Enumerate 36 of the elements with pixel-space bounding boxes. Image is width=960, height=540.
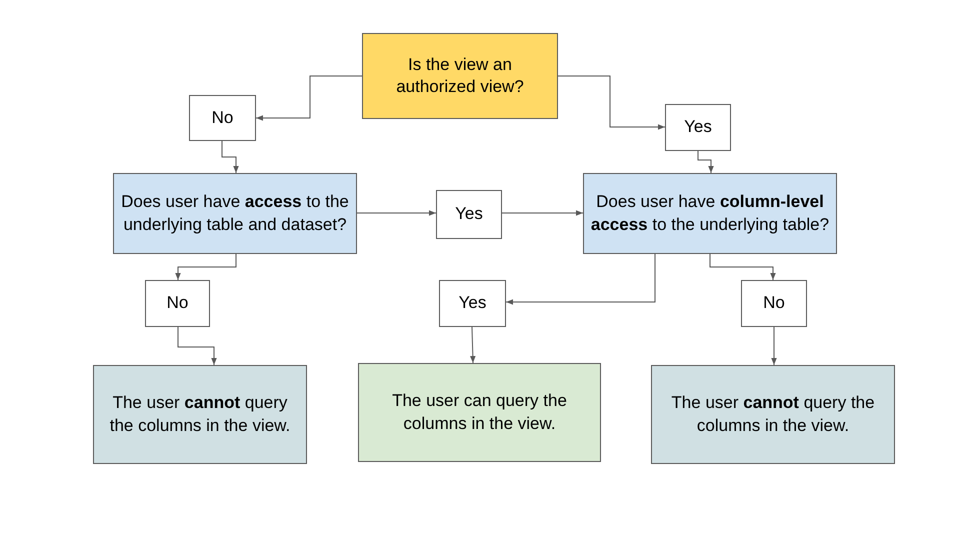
arrow: [698, 150, 714, 174]
arrow: [710, 254, 776, 280]
answer-box: [741, 280, 807, 327]
arrow: [506, 254, 656, 305]
answer-box: [145, 280, 210, 327]
node-text: The user cannot query the columns in the view.: [670, 392, 876, 436]
result-box: [651, 365, 895, 464]
node-text: The user cannot query the columns in the view.: [108, 392, 292, 436]
result-box: [93, 365, 307, 464]
result-box: [358, 363, 601, 462]
decision-box: [113, 173, 357, 254]
node-text: Is the view an authorized view?: [395, 54, 525, 98]
decision-box: [583, 173, 837, 254]
arrow: [175, 254, 236, 280]
node-text: No: [212, 106, 234, 129]
node-text: Does user have access to the underlying table and dataset?: [120, 191, 350, 236]
arrow: [470, 326, 476, 364]
arrow: [558, 76, 666, 130]
node-text: Yes: [458, 292, 486, 314]
arrow: [771, 326, 777, 366]
answer-box: [189, 95, 256, 141]
node-text: No: [763, 292, 785, 314]
arrow: [356, 210, 436, 216]
node-text: Does user have column-level access to the underlying table?: [590, 191, 830, 236]
node-text: The user can query the columns in the view.: [391, 390, 568, 434]
arrow: [502, 210, 584, 216]
node-text: No: [166, 292, 188, 314]
answer-box: [665, 104, 731, 151]
arrow: [178, 326, 217, 366]
arrow: [222, 140, 239, 174]
node-text: Yes: [455, 203, 483, 226]
answer-box: [439, 280, 506, 327]
node-text: Yes: [684, 116, 712, 138]
arrow: [256, 76, 362, 121]
answer-box: [436, 190, 502, 239]
decision-box: [362, 33, 558, 119]
